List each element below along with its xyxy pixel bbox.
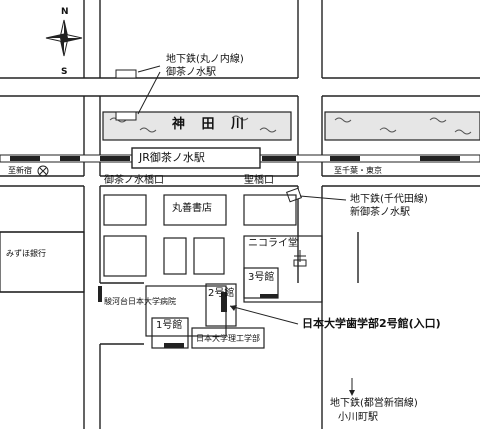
marunouchi-leader-2 <box>137 71 161 115</box>
rail-segment <box>262 156 296 161</box>
exit-hijiri-label: 聖橋口 <box>244 175 274 186</box>
chiyoda-line-label: 地下鉄(千代田線) <box>350 194 428 205</box>
marunouchi-entrance-2 <box>115 111 137 121</box>
science-label: 日本大学理工学部 <box>196 334 260 343</box>
wave <box>429 117 447 123</box>
wave <box>454 129 472 135</box>
block-mizuho <box>0 231 85 293</box>
bldg1-label: 1号館 <box>156 320 183 331</box>
marunouchi-station-label: 御茶ノ水駅 <box>166 67 216 78</box>
hospital-label: 駿河台日本大学病院 <box>104 297 176 306</box>
bldg2-label: 2号館 <box>208 288 235 299</box>
rail-segment <box>60 156 80 161</box>
compass-south-label: S <box>61 67 68 77</box>
shinjuku-station-label: 小川町駅 <box>338 412 378 423</box>
block-bldg2 <box>205 283 237 327</box>
wave <box>379 127 397 133</box>
block-science <box>191 327 265 349</box>
bldg3-label: 3号館 <box>248 272 275 283</box>
exit-ochanomizu-label: 御茶ノ水橋口 <box>104 175 164 186</box>
marunouchi-line-label: 地下鉄(丸ノ内線) <box>166 54 244 65</box>
mizuho-label: みずほ銀行 <box>6 249 46 258</box>
rail-segment <box>10 156 40 161</box>
block-a <box>103 194 147 226</box>
direction-shinjuku-label: 至新宿 <box>8 166 32 175</box>
wave <box>334 117 352 123</box>
block-d <box>103 235 147 277</box>
chiyoda-station-label: 新御茶ノ水駅 <box>350 207 410 218</box>
nikolai-label: ニコライ堂 <box>248 238 298 249</box>
wave <box>259 127 277 133</box>
shinjuku-direction-icon <box>37 165 49 177</box>
entrance-leader <box>229 305 299 325</box>
jr-station-box <box>131 147 261 169</box>
river-label: 神 田 川 <box>172 117 251 132</box>
block-f <box>193 237 225 275</box>
block-c <box>243 194 297 226</box>
bldg3-entrance-marker <box>260 294 278 298</box>
compass-north-label: N <box>61 7 69 17</box>
wave <box>139 127 157 133</box>
maruzen-label: 丸善書店 <box>172 203 212 214</box>
marunouchi-entrance <box>115 69 137 79</box>
jr-station-label: JR御茶ノ水駅 <box>139 151 205 164</box>
block-e <box>163 237 187 275</box>
church-icon <box>293 259 307 267</box>
marunouchi-leader <box>137 65 161 73</box>
shinjuku-line-label: 地下鉄(都営新宿線) <box>330 398 418 409</box>
chiyoda-leader <box>299 195 347 201</box>
shinjuku-direction-icon <box>39 167 47 175</box>
block-maruzen <box>163 194 227 226</box>
shinjuku-line-arrowhead <box>349 390 355 396</box>
rail-segment <box>330 156 360 161</box>
rail-segment <box>100 156 130 161</box>
entrance-arrowhead <box>230 305 237 311</box>
direction-chiba-label: 至千葉・東京 <box>334 166 382 175</box>
wave <box>231 115 249 121</box>
entrance-callout-label: 日本大学歯学部2号館(入口) <box>302 317 441 330</box>
hospital-marker <box>98 286 102 302</box>
river-right <box>324 111 480 141</box>
bldg1-entrance-marker <box>164 343 184 348</box>
rail-segment <box>420 156 460 161</box>
compass-icon <box>45 19 83 57</box>
bldg2-entrance-marker <box>221 292 227 312</box>
